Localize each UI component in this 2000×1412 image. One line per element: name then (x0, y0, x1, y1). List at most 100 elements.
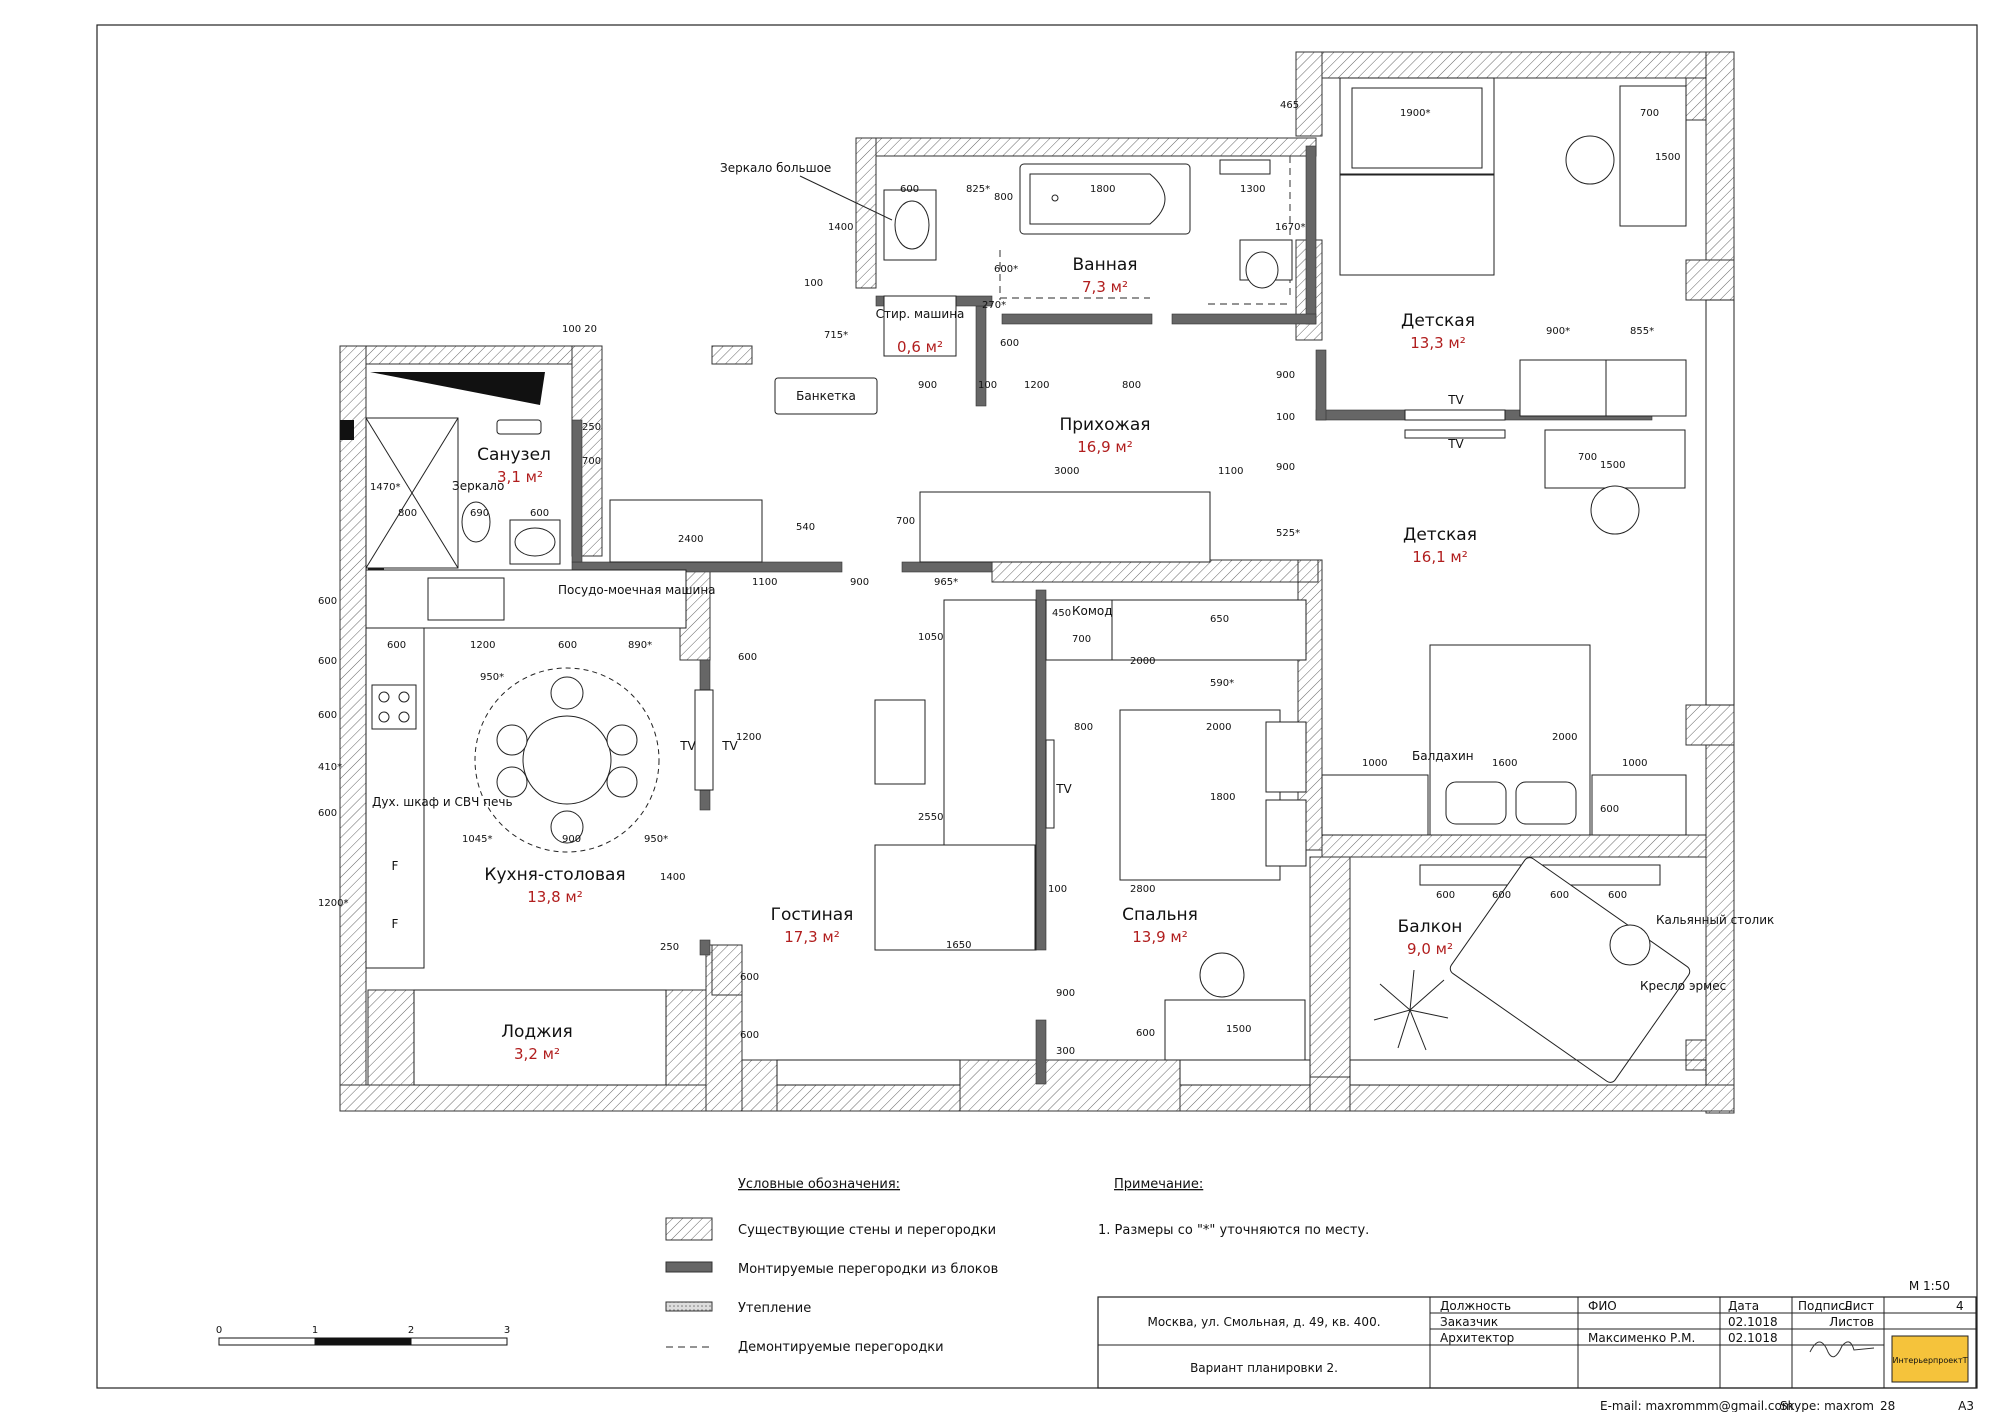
contact-email: E-mail: maxrommm@gmail.com (1600, 1399, 1793, 1412)
dim: 1200 (736, 732, 761, 743)
label-tv-kids1b: TV (1447, 437, 1464, 451)
scale-tick-2: 2 (408, 1325, 414, 1336)
dim: 1800 (1090, 184, 1115, 195)
room-kids2-name: Детская (1403, 525, 1477, 545)
legend-item-demolished: Демонтируемые перегородки (738, 1340, 944, 1355)
dim: 600 (387, 640, 406, 651)
dim: 1000 (1622, 758, 1647, 769)
label-fridge-1: F (392, 859, 399, 873)
legend-item-existing: Существующие стены и перегородки (738, 1223, 996, 1238)
dim: 1650 (946, 940, 971, 951)
dim: 700 (1072, 634, 1091, 645)
tb-sheets-label: Листов (1829, 1315, 1874, 1329)
room-hall-area: 16,9 м² (1077, 438, 1133, 456)
label-dishwasher: Посудо-моечная машина (558, 583, 716, 597)
room-labels: Ванная 7,3 м² Стир. машина 0,6 м² Санузе… (477, 255, 1477, 1063)
dim: 800 (994, 192, 1013, 203)
tb-header-name: ФИО (1588, 1299, 1617, 1313)
dim: 900 (562, 834, 581, 845)
dim: 890* (628, 640, 652, 651)
dim: 525* (1276, 528, 1300, 539)
tb-architect-date: 02.1018 (1728, 1331, 1778, 1345)
tb-architect-name: Максименко Р.М. (1588, 1331, 1695, 1345)
room-toilet-area: 3,1 м² (497, 468, 543, 486)
dim: 600 (318, 808, 337, 819)
dim: 2550 (918, 812, 943, 823)
dim: 3000 (1054, 466, 1079, 477)
dim: 410* (318, 762, 342, 773)
company-stamp (1891, 1335, 1969, 1383)
tb-scale: М 1:50 (1909, 1279, 1950, 1293)
dim: 600 (738, 652, 757, 663)
label-mirror-big: Зеркало большое (720, 161, 831, 175)
room-loggia-area: 3,2 м² (514, 1045, 560, 1063)
dim: 1200* (318, 898, 348, 909)
dim: 100 (978, 380, 997, 391)
dim: 855* (1630, 326, 1654, 337)
tb-address: Москва, ул. Смольная, д. 49, кв. 400. (1147, 1315, 1380, 1329)
room-kitchen-area: 13,8 м² (527, 888, 583, 906)
dim: 950* (480, 672, 504, 683)
room-living-name: Гостиная (771, 905, 854, 925)
label-bench: Банкетка (796, 389, 856, 403)
company-name: ИнтерьерпроектТ (1892, 1356, 1967, 1365)
object-labels: Зеркало большое Зеркало Банкетка Посудо-… (372, 161, 1774, 993)
dim: 450 (1052, 608, 1071, 619)
dim: 715* (824, 330, 848, 341)
dim: 800 (1074, 722, 1093, 733)
tb-header-role: Должность (1440, 1299, 1511, 1313)
dim: 1300 (1240, 184, 1265, 195)
dim: 1050 (918, 632, 943, 643)
dim: 100 (804, 278, 823, 289)
dim: 1500 (1600, 460, 1625, 471)
existing-walls (339, 51, 1735, 1114)
dim: 1470* (370, 482, 400, 493)
dim: 600 (1436, 890, 1455, 901)
dim: 600 (1600, 804, 1619, 815)
tb-header-sign: Подпись (1798, 1299, 1852, 1313)
dim: 690 (470, 508, 489, 519)
tb-header-sheet: Лист (1844, 1299, 1874, 1313)
room-bedroom-name: Спальня (1122, 905, 1198, 925)
dim: 250 (660, 942, 679, 953)
room-living-area: 17,3 м² (784, 928, 840, 946)
dim: 900 (1276, 370, 1295, 381)
dim: 600 (1000, 338, 1019, 349)
signature (1809, 1341, 1875, 1358)
room-laundry-name: Стир. машина (876, 307, 965, 321)
dim: 900* (1546, 326, 1570, 337)
room-loggia-name: Лоджия (501, 1022, 573, 1042)
tb-customer-role: Заказчик (1440, 1315, 1498, 1329)
scale-bar: 0 1 2 3 (216, 1325, 510, 1346)
dim: 1800 (1210, 792, 1235, 803)
room-balcony-name: Балкон (1398, 917, 1463, 937)
room-kids2-area: 16,1 м² (1412, 548, 1468, 566)
title-block: М 1:50 Москва, ул. Смольная, д. 49, кв. … (1097, 1279, 1977, 1412)
note: Примечание: 1. Размеры со "*" уточняются… (1098, 1177, 1369, 1238)
scale-tick-0: 0 (216, 1325, 222, 1336)
tb-architect-role: Архитектор (1440, 1331, 1514, 1345)
dim: 900 (1276, 462, 1295, 473)
dim: 600 (1608, 890, 1627, 901)
dim: 600 (530, 508, 549, 519)
dimension-labels: 465 1900* 700 1500 600 825* 1800 1300 14… (318, 100, 1680, 1057)
furniture (365, 77, 1735, 1086)
tb-format: А3 (1958, 1399, 1974, 1412)
dim: 2000 (1206, 722, 1231, 733)
dim: 600 (740, 972, 759, 983)
label-oven: Дух. шкаф и СВЧ печь (372, 795, 513, 809)
dim: 965* (934, 577, 958, 588)
dim: 1100 (752, 577, 777, 588)
note-title: Примечание: (1114, 1177, 1203, 1192)
dim: 1500 (1655, 152, 1680, 163)
dim: 1500 (1226, 1024, 1251, 1035)
room-bathroom-name: Ванная (1073, 255, 1138, 275)
dim: 1000 (1362, 758, 1387, 769)
dim: 600 (1136, 1028, 1155, 1039)
dim: 700 (1640, 108, 1659, 119)
dim: 2000 (1552, 732, 1577, 743)
dim: 650 (1210, 614, 1229, 625)
dim: 1100 (1218, 466, 1243, 477)
dim: 100 (1276, 412, 1295, 423)
dim: 1900* (1400, 108, 1430, 119)
